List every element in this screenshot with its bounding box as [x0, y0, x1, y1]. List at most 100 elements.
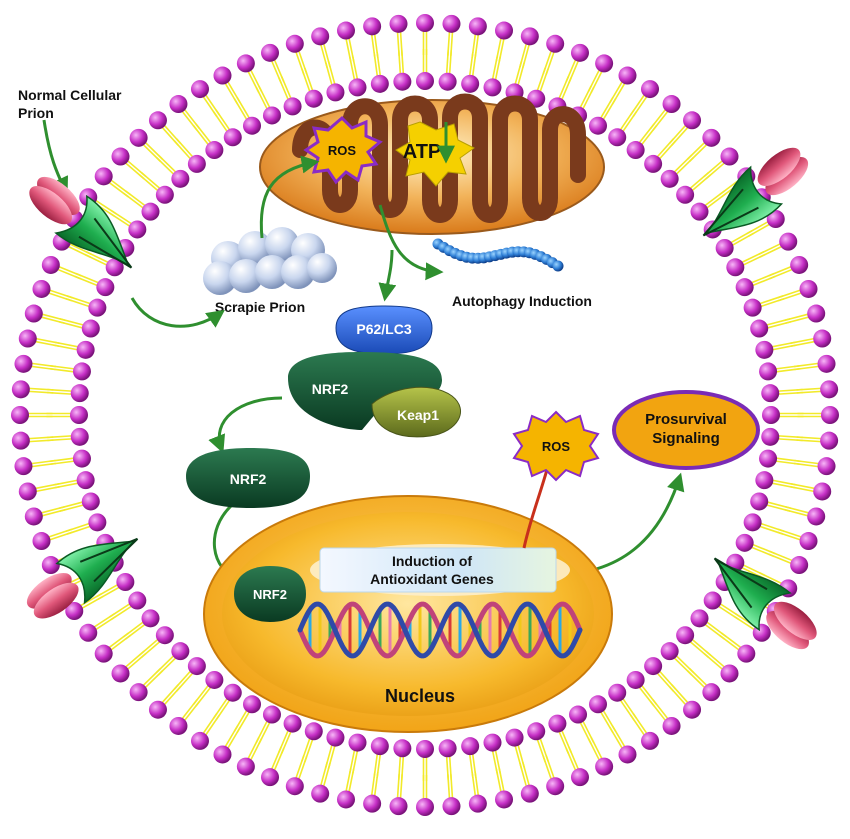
lipid-tail: [65, 298, 90, 308]
keap1-label: Keap1: [397, 407, 439, 423]
lipid-head: [548, 714, 567, 733]
lipid-head: [389, 797, 408, 816]
normal-prion-label-line2: Prion: [18, 105, 54, 121]
lipid-tail: [778, 435, 803, 439]
lipid-head: [660, 169, 679, 188]
lipid-head: [169, 716, 188, 735]
lipid-head: [370, 737, 389, 756]
lipid-head: [18, 482, 37, 501]
lipid-head: [702, 128, 721, 147]
lipid-tail: [766, 318, 791, 326]
lipid-head: [79, 623, 98, 642]
lipid-tail: [582, 87, 595, 110]
lipid-tail: [376, 51, 382, 76]
lipid-tail: [561, 730, 572, 753]
lipid-head: [662, 95, 681, 114]
p62-lc3-protein: P62/LC3: [335, 305, 433, 355]
lipid-tail: [775, 364, 801, 370]
lipid-tail: [656, 138, 675, 158]
lipid-tail: [658, 670, 677, 690]
lipid-head: [171, 169, 190, 188]
lipid-tail: [619, 699, 635, 721]
lipid-head: [24, 304, 43, 323]
lipid-tail: [212, 698, 228, 719]
lipid-head: [759, 362, 778, 381]
lipid-head: [683, 700, 702, 719]
ros-star-right: ROS: [512, 410, 600, 482]
lipid-head: [148, 700, 167, 719]
lipid-head: [243, 695, 261, 714]
lipid-tail: [53, 344, 78, 351]
lipid-head: [243, 116, 261, 135]
induction-label-line2: Antioxidant Genes: [370, 571, 494, 587]
lipid-head: [715, 239, 734, 257]
lipid-head: [626, 670, 645, 689]
lipid-tail: [85, 251, 109, 264]
lipid-head: [726, 258, 745, 277]
lipid-tail: [766, 504, 791, 512]
lipid-tail: [760, 522, 785, 532]
lipid-head: [261, 43, 280, 62]
lipid-head: [76, 340, 95, 359]
lipid-tail: [448, 49, 453, 74]
lipid-head: [644, 657, 663, 676]
lipid-tail: [752, 543, 776, 555]
lipid-tail: [778, 388, 803, 392]
prion-receptor-top-left: [29, 176, 133, 269]
lipid-tail: [558, 75, 570, 99]
lipid-tail: [771, 482, 797, 489]
lipid-tail: [373, 52, 379, 77]
lipid-head: [660, 642, 679, 661]
lipid-tail: [471, 753, 477, 778]
arrow-mito-to-p62: [378, 249, 397, 302]
lipid-head: [116, 573, 135, 591]
lipid-tail: [491, 750, 499, 775]
lipid-tail: [536, 67, 547, 91]
lipid-tail: [767, 320, 792, 329]
lipid-head: [520, 784, 539, 803]
lipid-head: [128, 220, 147, 239]
lipid-tail: [778, 391, 803, 395]
lipid-tail: [719, 603, 741, 618]
lipid-head: [94, 167, 113, 186]
lipid-head: [735, 278, 754, 297]
lipid-head: [18, 329, 37, 348]
lipid-head: [608, 683, 627, 702]
nrf2-complex-label: NRF2: [312, 381, 349, 397]
lipid-tail: [691, 174, 712, 192]
lipid-tail: [704, 623, 725, 640]
lipid-head: [41, 255, 60, 274]
lipid-tail: [468, 51, 474, 76]
normal-prion-label-line1: Normal Cellular: [18, 87, 122, 103]
lipid-tail: [49, 460, 75, 466]
lipid-head: [702, 683, 721, 702]
lipid-head: [129, 128, 148, 147]
lipid-tail: [74, 275, 98, 287]
lipid-tail: [255, 87, 268, 110]
lipid-head: [111, 147, 130, 166]
lipid-head: [595, 757, 614, 776]
lipid-tail: [348, 56, 356, 81]
lipid-tail: [776, 457, 801, 463]
lipid-head: [96, 278, 115, 297]
lipid-tail: [658, 140, 677, 160]
lipid-head: [703, 591, 722, 610]
lipid-tail: [66, 525, 91, 535]
lipid-tail: [301, 68, 311, 92]
lipid-head: [790, 556, 809, 575]
lipid-head: [363, 17, 382, 36]
lipid-tail: [494, 749, 502, 774]
lipid-head: [683, 111, 702, 130]
lipid-tail: [155, 655, 175, 674]
lipid-head: [213, 66, 232, 85]
lipid-head: [236, 54, 255, 73]
lipid-tail: [301, 738, 311, 762]
lipid-tail: [675, 655, 695, 674]
lipid-head: [495, 790, 514, 809]
lipid-tail: [638, 686, 655, 707]
lipid-tail: [278, 730, 289, 753]
lipid-tail: [157, 154, 177, 173]
lipid-tail: [233, 710, 248, 732]
lipid-head: [262, 705, 281, 724]
lipid-tail: [195, 123, 212, 144]
